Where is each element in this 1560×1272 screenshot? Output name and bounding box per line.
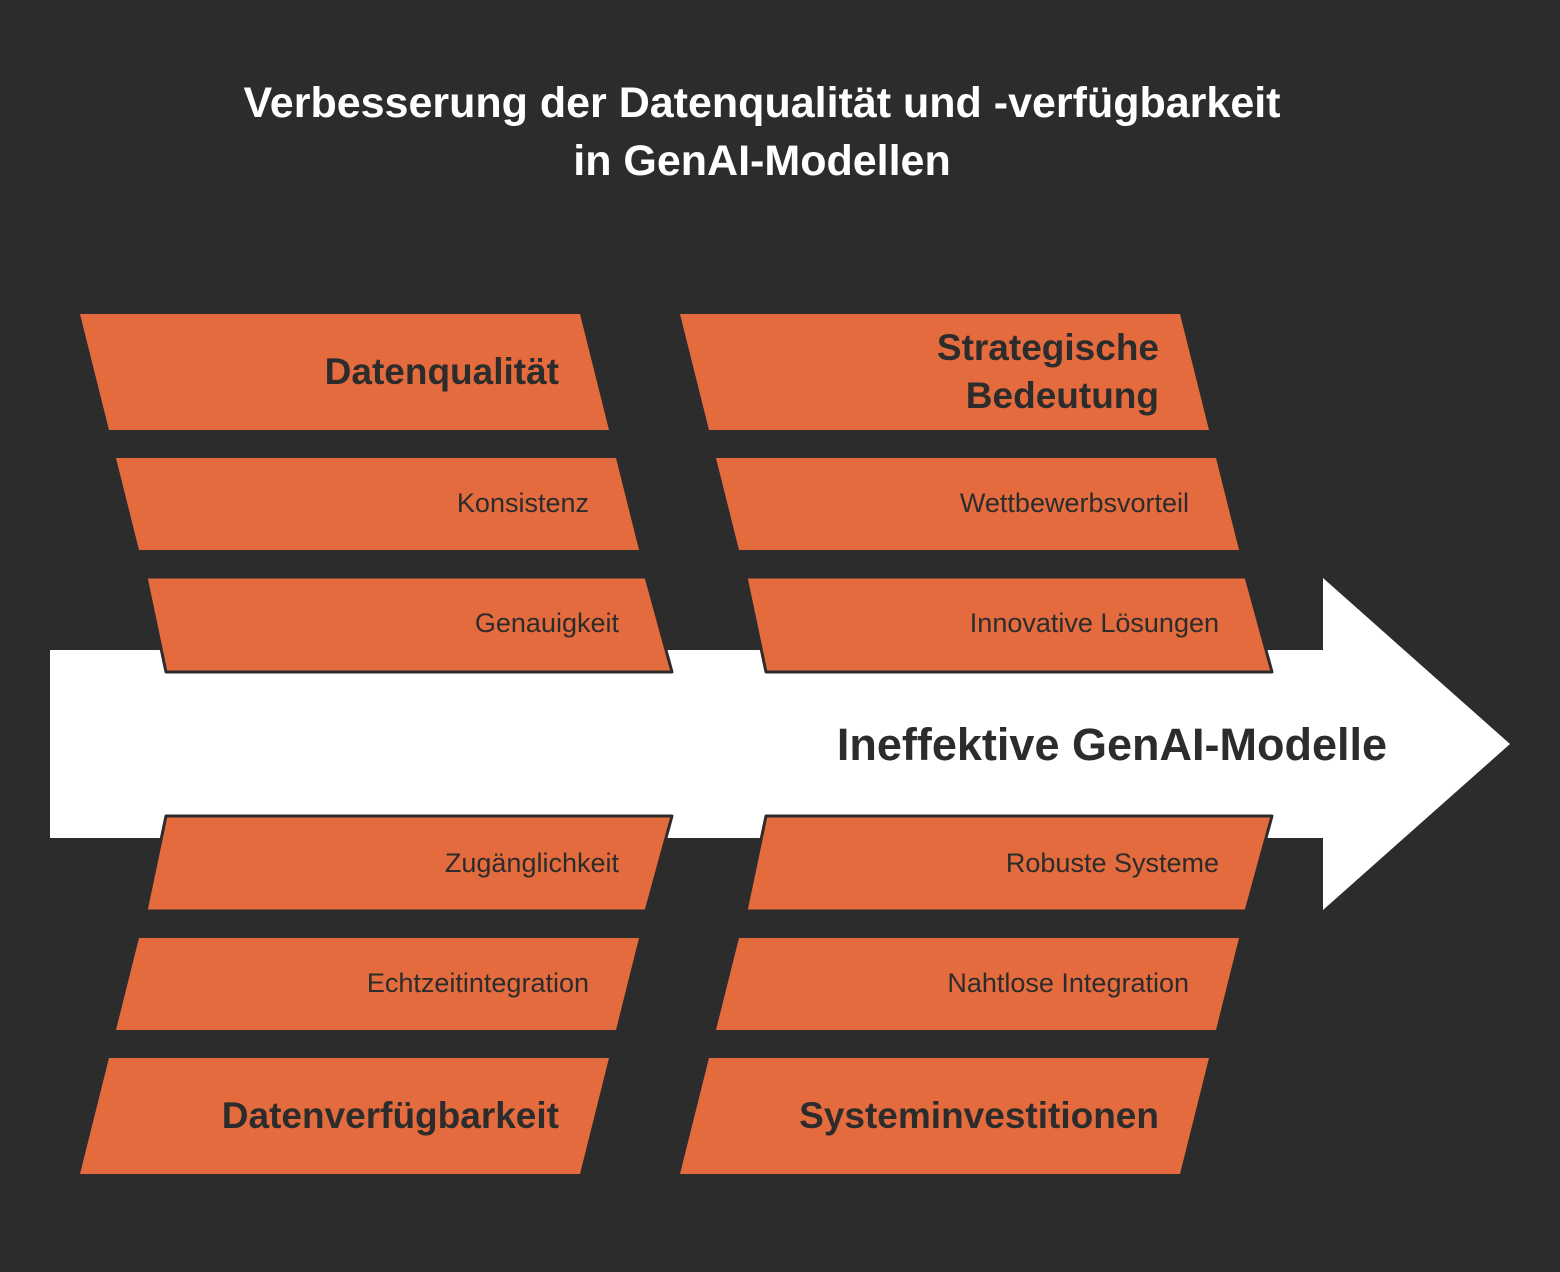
cause-box-zugaenglichkeit (144, 814, 674, 913)
category-label-strategische: Strategische (937, 327, 1159, 368)
cause-label-genauigkeit: Genauigkeit (475, 608, 620, 638)
cause-box-wettbewerbsvorteil (716, 458, 1239, 550)
cause-box-nahtlose-integration (716, 938, 1239, 1030)
cause-box-konsistenz (116, 458, 639, 550)
category-box-strategische-bedeutung (680, 314, 1209, 430)
title-line-1: Verbesserung der Datenqualität und -verf… (243, 79, 1281, 127)
category-box-datenverfuegbarkeit (80, 1058, 609, 1174)
cause-label-echtzeitintegration: Echtzeitintegration (367, 968, 589, 998)
category-label-datenverfuegbarkeit: Datenverfügbarkeit (222, 1095, 559, 1136)
cause-box-echtzeitintegration (116, 938, 639, 1030)
category-label-bedeutung: Bedeutung (966, 375, 1159, 416)
cause-label-konsistenz: Konsistenz (457, 488, 589, 518)
cause-label-wettbewerbsvorteil: Wettbewerbsvorteil (960, 488, 1189, 518)
cause-label-nahtlose-integration: Nahtlose Integration (947, 968, 1189, 998)
diagram-title: Verbesserung der Datenqualität und -verf… (80, 74, 1444, 190)
category-box-datenqualitaet (80, 314, 609, 430)
cause-box-innovative-loesungen (744, 575, 1274, 674)
title-line-2: in GenAI-Modellen (573, 137, 951, 185)
category-label-systeminvestitionen: Systeminvestitionen (799, 1095, 1159, 1136)
cause-label-robuste-systeme: Robuste Systeme (1006, 848, 1219, 878)
cause-label-zugaenglichkeit: Zugänglichkeit (445, 848, 620, 878)
cause-label-innovative-loesungen: Innovative Lösungen (970, 608, 1219, 638)
cause-box-robuste-systeme (744, 814, 1274, 913)
category-label-datenqualitaet: Datenqualität (325, 351, 559, 392)
effect-label: Ineffektive GenAI-Modelle (837, 719, 1387, 770)
cause-box-genauigkeit[interactable] (144, 575, 674, 674)
category-box-systeminvestitionen (680, 1058, 1209, 1174)
